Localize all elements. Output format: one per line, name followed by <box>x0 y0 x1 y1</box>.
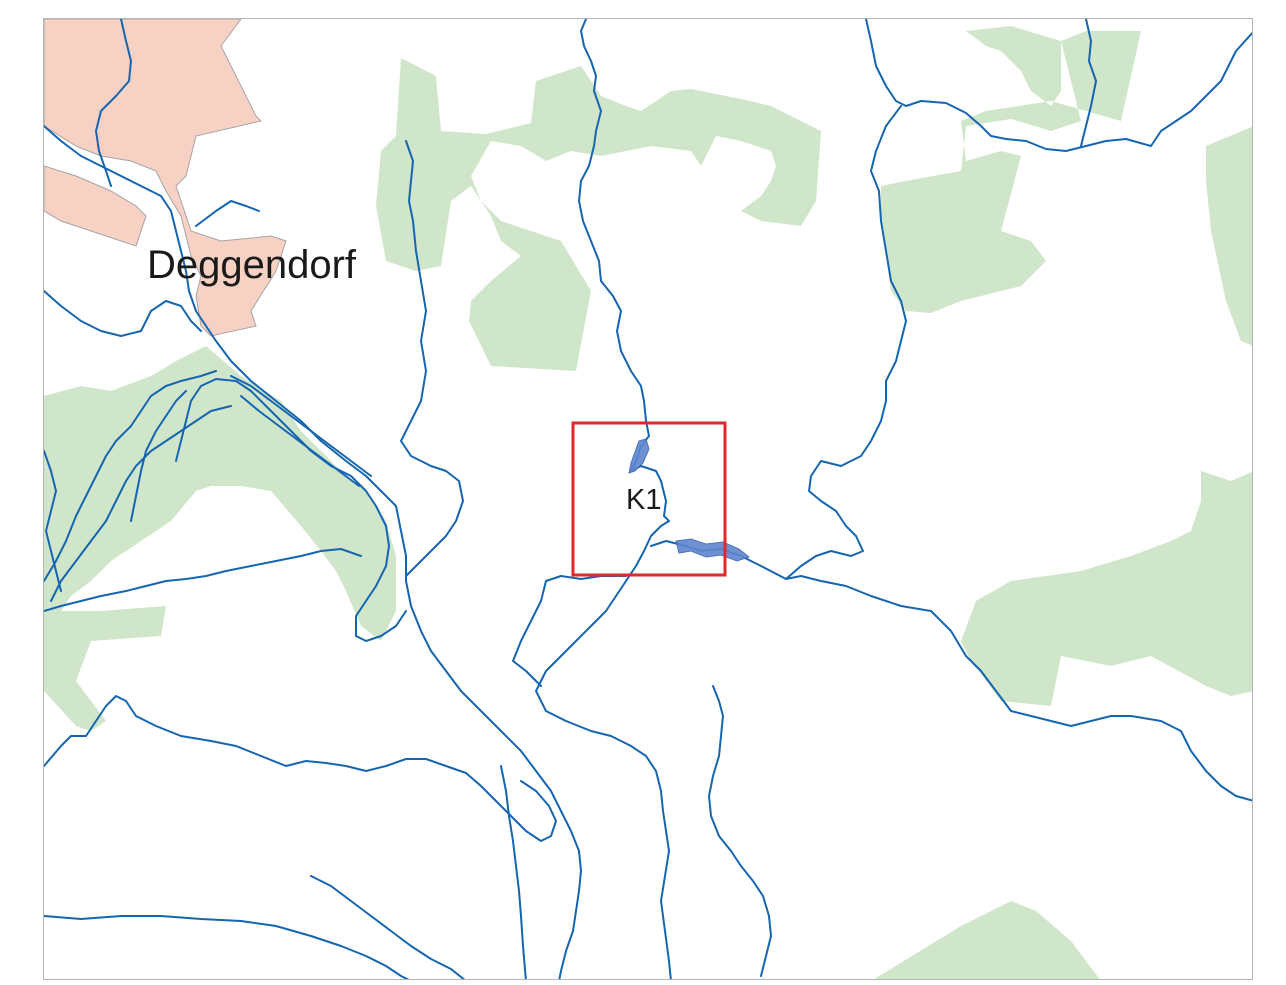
urban-area <box>44 165 147 247</box>
river <box>44 695 557 842</box>
river <box>44 125 582 979</box>
urban-area <box>44 19 287 337</box>
river <box>310 875 466 979</box>
forest-area <box>1206 126 1252 346</box>
forest-area <box>376 58 821 371</box>
river <box>400 140 464 577</box>
city-label: Deggendorf <box>147 243 357 287</box>
river <box>500 765 527 979</box>
river <box>130 390 187 522</box>
river <box>195 200 260 227</box>
wetland-layer <box>628 438 751 562</box>
wetland <box>628 438 650 474</box>
forest-area <box>44 346 396 731</box>
river <box>1080 19 1097 147</box>
river <box>95 19 132 187</box>
forest-area <box>961 471 1252 706</box>
map-frame <box>43 18 1253 980</box>
river <box>44 915 410 979</box>
river <box>535 480 672 979</box>
forest-area <box>881 26 1141 313</box>
river <box>512 575 627 687</box>
river <box>44 548 362 612</box>
river <box>865 19 1252 152</box>
river <box>50 405 232 602</box>
forest-layer <box>44 26 1252 979</box>
forest-area <box>874 901 1100 979</box>
wetland <box>675 538 751 562</box>
river <box>44 290 202 337</box>
river <box>785 105 907 580</box>
map-canvas <box>44 19 1252 979</box>
urban-layer <box>44 19 287 337</box>
river <box>230 375 372 477</box>
river <box>240 395 360 487</box>
river <box>44 370 217 582</box>
river <box>44 450 62 592</box>
site-label: K1 <box>626 484 662 516</box>
site-box <box>571 421 727 577</box>
river <box>708 685 772 977</box>
river <box>175 378 407 642</box>
